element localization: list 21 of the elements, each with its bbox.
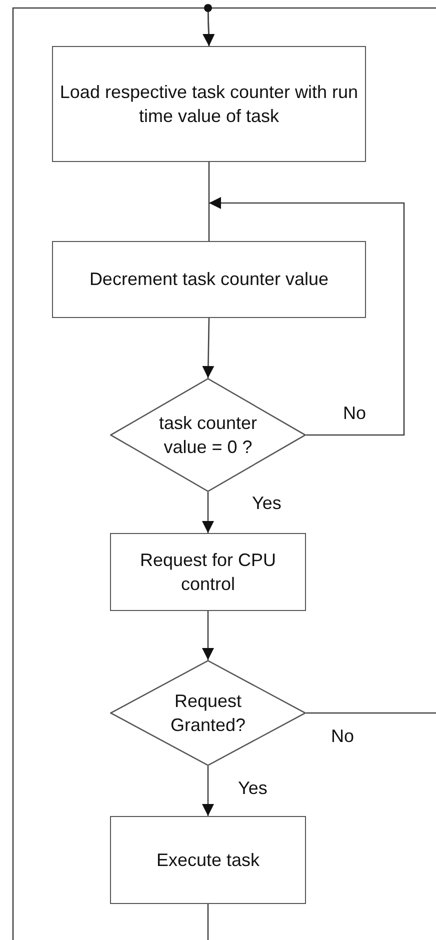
arrow [202, 318, 214, 378]
connector-line [306, 712, 436, 714]
arrow [12, 7, 215, 940]
arrow [209, 197, 405, 436]
process-text: Execute task [156, 848, 260, 872]
process-text: Decrement task counter value [89, 268, 329, 292]
process-text: Request for CPU control [138, 548, 278, 596]
process-box [110, 816, 306, 904]
decision-diamond [110, 378, 306, 492]
process-box [110, 533, 306, 611]
arrow [202, 492, 214, 533]
decision-text: task counter value = 0 ? [158, 412, 258, 459]
decision-text: Request Granted? [169, 690, 247, 737]
process-box [52, 241, 366, 318]
arrow [202, 611, 214, 660]
decision-diamond [110, 660, 306, 766]
process-text: Load respective task counter with run time value of task [59, 80, 359, 128]
connector-line [208, 162, 210, 241]
process-box [52, 46, 366, 162]
connector-line [207, 904, 209, 940]
arrow [202, 766, 214, 816]
